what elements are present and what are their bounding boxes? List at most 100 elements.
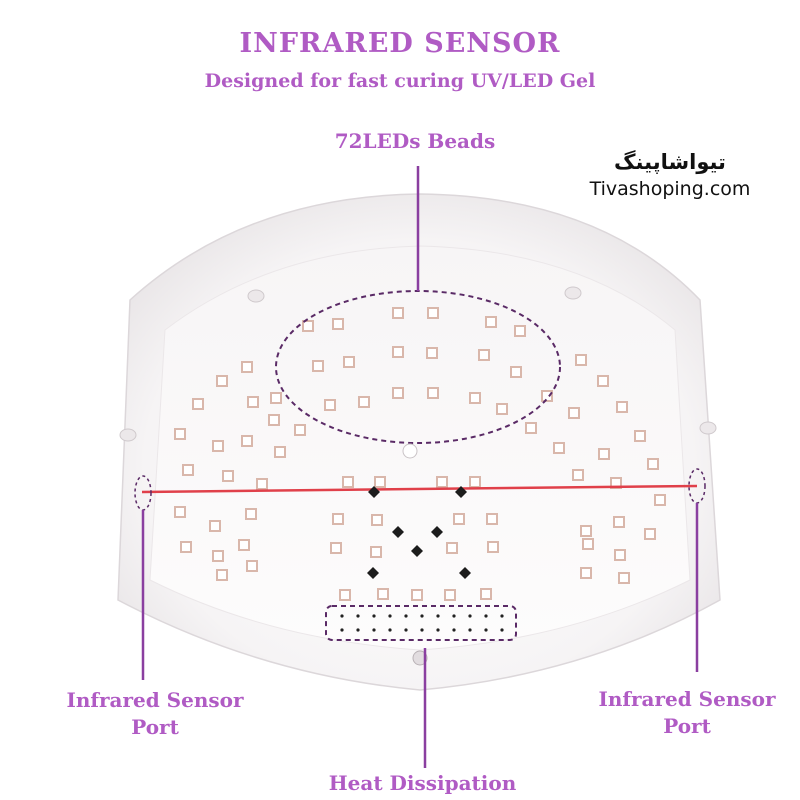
led-bead [613, 516, 625, 528]
vent-hole [404, 628, 408, 632]
led-bead [568, 407, 580, 419]
led-bead [212, 550, 224, 562]
led-bead [374, 476, 386, 488]
led-bead [216, 375, 228, 387]
led-bead [541, 390, 553, 402]
sensor-left-label-line1: Infrared Sensor [66, 688, 244, 712]
leds-label: 72LEDs Beads [300, 128, 530, 155]
led-bead [444, 589, 456, 601]
led-bead [343, 356, 355, 368]
led-bead [616, 401, 628, 413]
vent-hole [420, 614, 424, 618]
led-bead [332, 513, 344, 525]
led-bead [302, 320, 314, 332]
vent-hole [404, 614, 408, 618]
led-bead [247, 396, 259, 408]
led-bead [486, 513, 498, 525]
led-bead [216, 569, 228, 581]
led-bead [342, 476, 354, 488]
vent-hole [436, 628, 440, 632]
heat-label: Heat Dissipation [300, 770, 545, 797]
led-bead [580, 567, 592, 579]
vent-hole [500, 628, 504, 632]
led-bead [182, 464, 194, 476]
led-bead [212, 440, 224, 452]
led-bead [245, 508, 257, 520]
led-bead [241, 361, 253, 373]
vent-hole [468, 614, 472, 618]
sensor-right-label-line2: Port [663, 714, 711, 738]
led-bead [647, 458, 659, 470]
sensor-right-label: Infrared Sensor Port [572, 686, 800, 740]
heat-label-text: Heat Dissipation [328, 771, 517, 795]
led-bead [238, 539, 250, 551]
led-bead [469, 392, 481, 404]
led-bead [294, 424, 306, 436]
led-bead [480, 588, 492, 600]
led-bead [332, 318, 344, 330]
led-bead [644, 528, 656, 540]
led-bead [597, 375, 609, 387]
page-subtitle: Designed for fast curing UV/LED Gel [204, 70, 596, 92]
vent-hole [436, 614, 440, 618]
led-bead [614, 549, 626, 561]
led-bead [370, 546, 382, 558]
sensor-left-label: Infrared Sensor Port [40, 687, 270, 741]
led-bead [469, 476, 481, 488]
led-bead [377, 588, 389, 600]
diamond-markers [367, 486, 471, 579]
page-title: INFRARED SENSOR [239, 28, 561, 59]
led-bead [618, 572, 630, 584]
led-bead [246, 560, 258, 572]
led-bead [426, 347, 438, 359]
led-bead [330, 542, 342, 554]
led-bead [427, 387, 439, 399]
led-bead [478, 349, 490, 361]
sensor-left-label-line2: Port [131, 715, 179, 739]
led-bead [371, 514, 383, 526]
led-bead [270, 392, 282, 404]
led-bead [174, 506, 186, 518]
led-bead [575, 354, 587, 366]
led-bead [634, 430, 646, 442]
led-bead [487, 541, 499, 553]
vent-hole [452, 628, 456, 632]
vent-hole [372, 628, 376, 632]
vent-hole [484, 614, 488, 618]
vent-hole [388, 614, 392, 618]
led-bead [180, 541, 192, 553]
screw-holes [119, 286, 717, 442]
led-bead [241, 435, 253, 447]
vent-hole [340, 628, 344, 632]
led-bead [358, 396, 370, 408]
led-bead [222, 470, 234, 482]
vent-hole [452, 614, 456, 618]
led-bead [446, 542, 458, 554]
led-bead [392, 307, 404, 319]
led-bead [192, 398, 204, 410]
infrared-beam [141, 484, 698, 494]
leds-label-text: 72LEDs Beads [334, 129, 496, 153]
led-bead [411, 589, 423, 601]
led-bead [174, 428, 186, 440]
brand-name-en: Tivashoping.com [589, 178, 751, 200]
sensor-right-label-line1: Infrared Sensor [598, 687, 776, 711]
led-bead [572, 469, 584, 481]
vent-hole [420, 628, 424, 632]
led-bead [274, 446, 286, 458]
vent-hole [500, 614, 504, 618]
led-bead [510, 366, 522, 378]
led-bead [514, 325, 526, 337]
vent-hole [356, 614, 360, 618]
led-bead [582, 538, 594, 550]
led-bead [485, 316, 497, 328]
led-bead [427, 307, 439, 319]
vent-hole [356, 628, 360, 632]
led-bead [268, 414, 280, 426]
led-bead [324, 399, 336, 411]
led-bead [496, 403, 508, 415]
led-bead [654, 494, 666, 506]
led-beads [174, 307, 666, 601]
led-bead [392, 387, 404, 399]
